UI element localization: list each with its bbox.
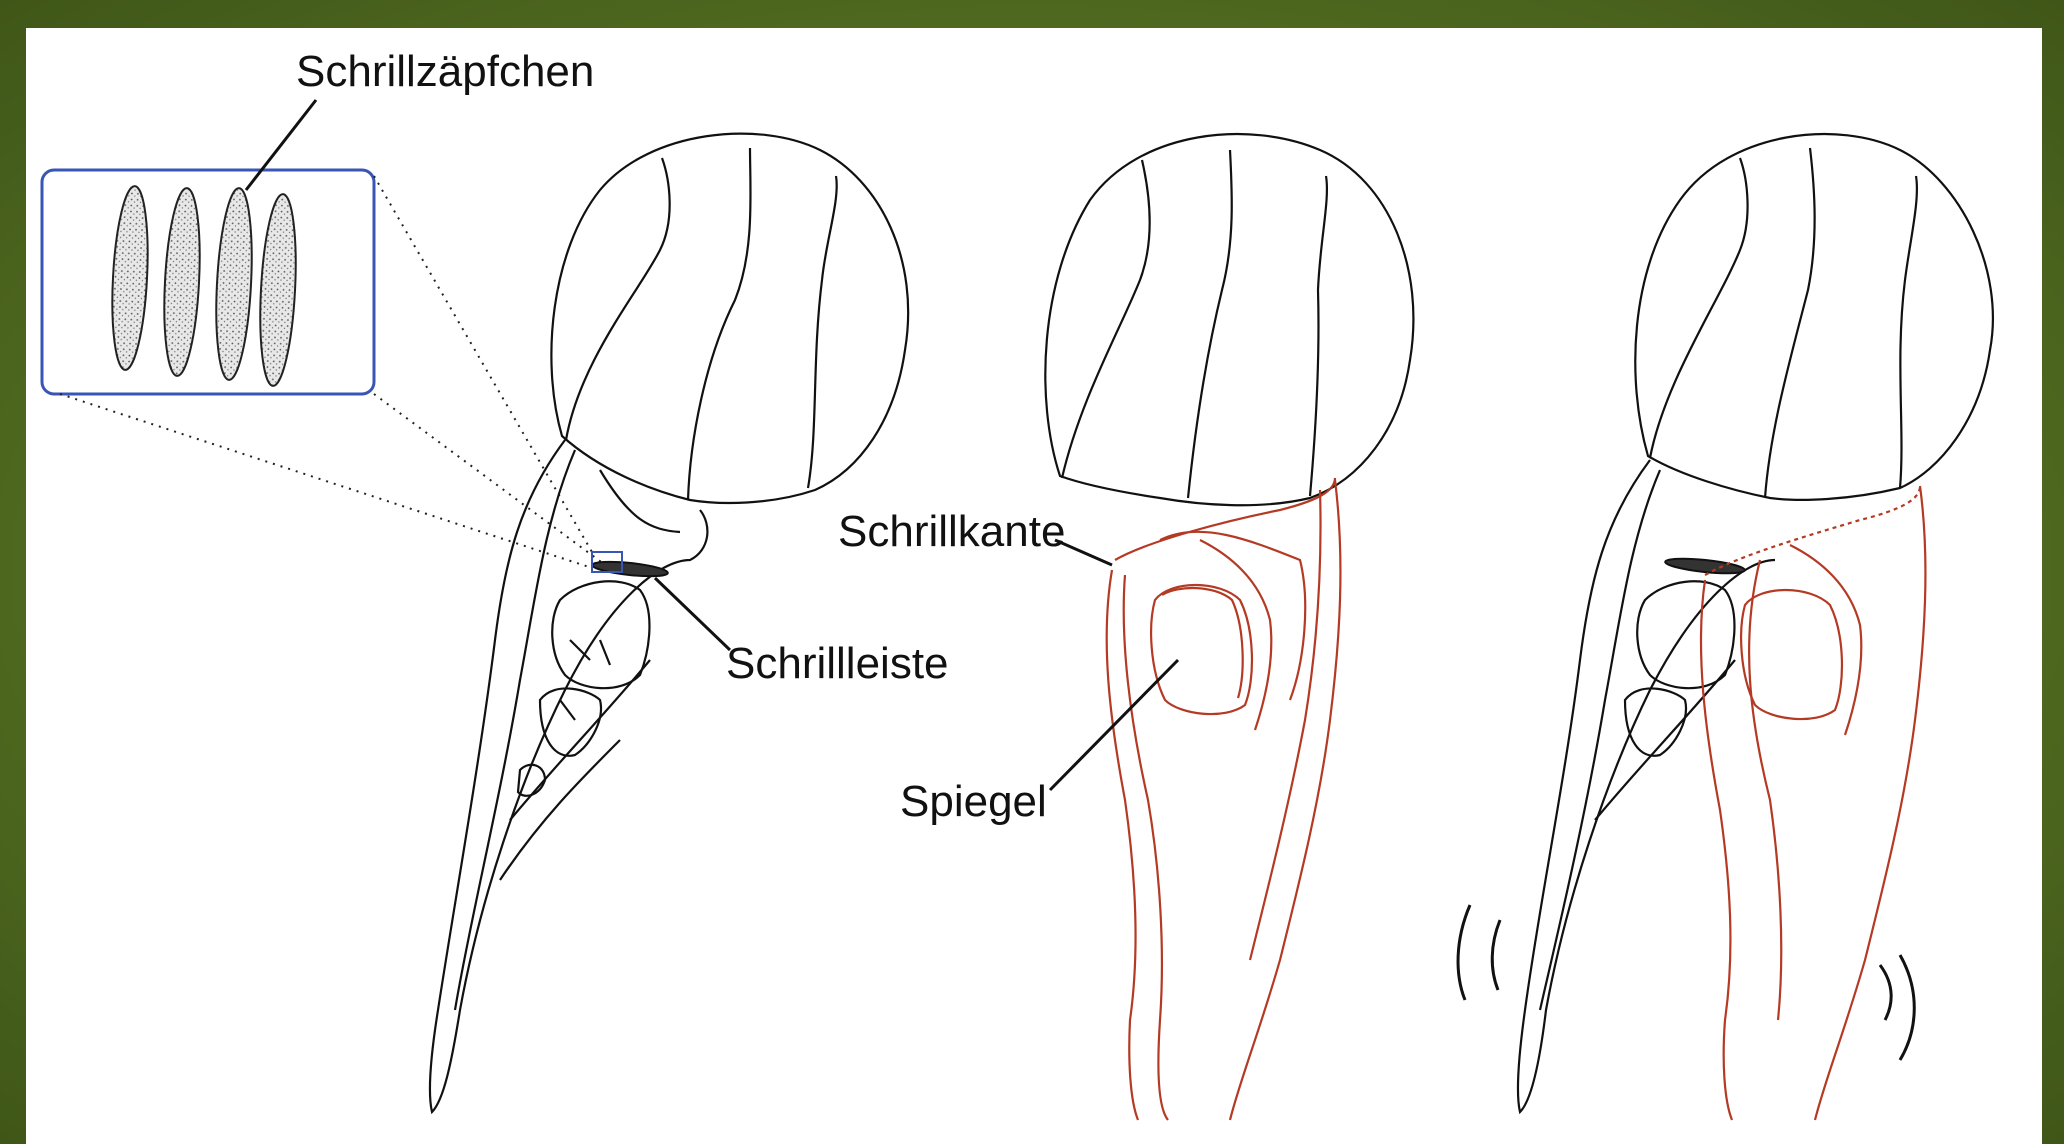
label-spiegel: Spiegel xyxy=(900,777,1047,826)
label-schrillleiste: Schrillleiste xyxy=(726,639,949,688)
right-wing xyxy=(1458,134,1993,1120)
schrillleiste-right xyxy=(1665,556,1746,576)
zoom-inset xyxy=(42,100,612,570)
label-schrillkante: Schrillkante xyxy=(838,507,1065,556)
zoom-box xyxy=(42,170,374,394)
label-schrillzaepfchen: Schrillzäpfchen xyxy=(296,47,594,96)
vibration-marks xyxy=(1458,905,1914,1060)
left-wing xyxy=(430,134,908,1112)
schrillleiste-leader xyxy=(655,578,730,650)
schrillleiste-left xyxy=(592,552,669,579)
middle-wing xyxy=(1045,134,1413,1120)
spiegel-leader xyxy=(1050,660,1178,790)
